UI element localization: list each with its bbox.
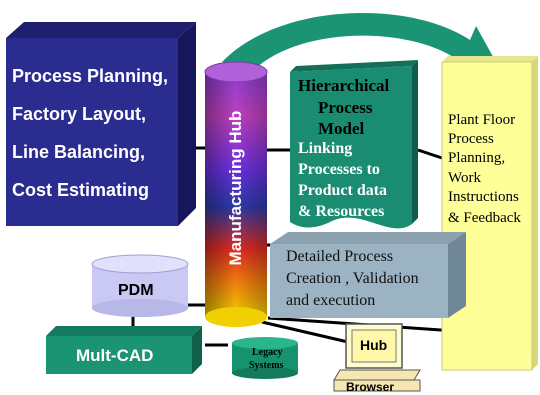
plant-line-5: Instructions	[448, 189, 519, 205]
model-detail-4: & Resources	[298, 203, 385, 220]
manufacturing-hub-cylinder	[204, 61, 268, 327]
flow-arrow-icon	[222, 12, 506, 84]
detailed-process-box	[270, 232, 466, 318]
browser-label: Browser	[346, 380, 395, 394]
legacy-systems-cylinder	[232, 337, 298, 379]
model-detail-2: Processes to	[298, 161, 380, 178]
computer-icon	[333, 323, 421, 392]
planning-line-4: Cost Estimating	[12, 180, 150, 200]
mult-cad-box	[46, 326, 202, 374]
hub-screen-label: Hub	[360, 337, 388, 353]
detailed-line-2: Creation , Validation	[286, 270, 419, 287]
hub-label: Manufacturing Hub	[226, 110, 245, 266]
plant-line-6: & Feedback	[448, 210, 521, 226]
planning-line-2: Factory Layout,	[12, 104, 147, 124]
detailed-line-3: and execution	[286, 292, 376, 309]
process-planning-box	[6, 22, 196, 226]
model-detail-1: Linking	[298, 140, 353, 157]
plant-line-3: Planning,	[448, 150, 506, 166]
pdm-database-cylinder	[91, 254, 189, 317]
pdm-label: PDM	[118, 282, 154, 299]
planning-line-1: Process Planning,	[12, 66, 169, 86]
model-title-3: Model	[318, 119, 365, 138]
legacy-line-2: Systems	[249, 360, 284, 371]
mult-cad-label: Mult-CAD	[76, 346, 154, 365]
planning-line-3: Line Balancing,	[12, 142, 146, 162]
plant-floor-box	[441, 56, 538, 371]
model-title-2: Process	[318, 98, 373, 117]
model-detail-3: Product data	[298, 182, 388, 199]
detailed-line-1: Detailed Process	[286, 248, 394, 265]
hierarchical-model-box	[290, 60, 418, 229]
plant-line-4: Work	[448, 170, 481, 186]
plant-line-1: Plant Floor	[448, 112, 516, 128]
legacy-line-1: Legacy	[252, 347, 283, 358]
plant-line-2: Process	[448, 131, 494, 147]
model-title-1: Hierarchical	[298, 76, 390, 95]
